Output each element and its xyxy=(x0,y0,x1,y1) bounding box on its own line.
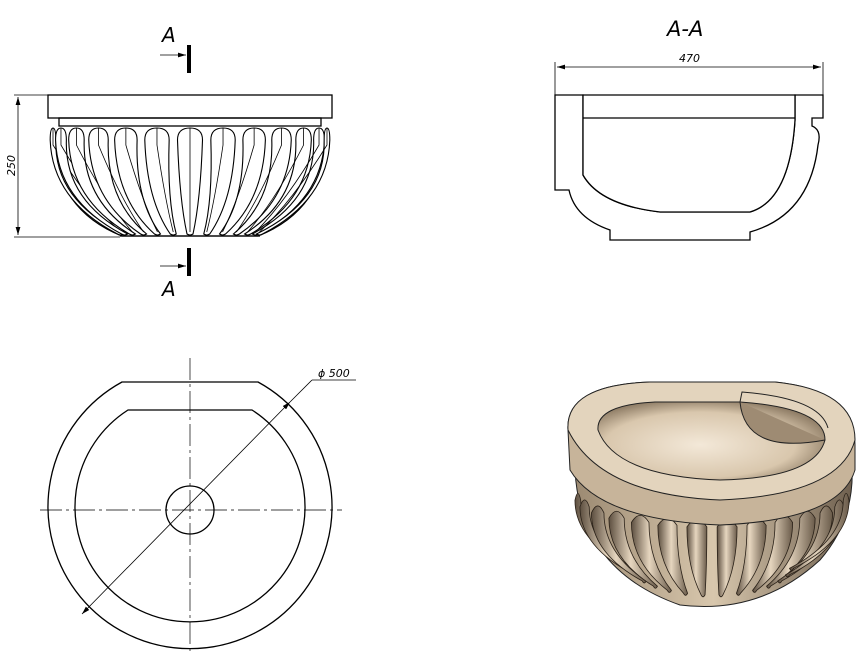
flute-ridge xyxy=(255,128,320,233)
height-dimension: 250 xyxy=(5,94,120,238)
section-view: A-A 470 xyxy=(554,17,824,241)
flute-ridge xyxy=(259,128,328,233)
section-title: A-A xyxy=(665,17,703,41)
3d-render xyxy=(567,381,856,608)
section-letter-bottom: A xyxy=(160,277,176,301)
plan-view: ϕ 500 xyxy=(40,358,356,655)
flute-3d xyxy=(788,492,850,571)
flute-ridge xyxy=(222,128,255,233)
height-label: 250 xyxy=(5,155,18,176)
section-marker-top: A xyxy=(160,23,191,73)
front-view xyxy=(47,94,333,237)
flute-3d xyxy=(752,515,793,593)
section-marker-bottom: A xyxy=(160,248,191,301)
flute-3d xyxy=(608,510,658,589)
section-letter-top: A xyxy=(160,23,176,47)
flute-ridge xyxy=(125,128,158,233)
diameter-label: ϕ 500 xyxy=(318,367,350,380)
flute-3d xyxy=(766,510,816,589)
flute-ridge xyxy=(236,128,282,233)
flute-ridge xyxy=(98,128,144,233)
flute-3d xyxy=(631,515,672,593)
flute-ridge xyxy=(156,128,174,233)
width-label: 470 xyxy=(679,52,700,65)
flute-ridge xyxy=(247,128,304,233)
flute-ridge xyxy=(206,128,224,233)
